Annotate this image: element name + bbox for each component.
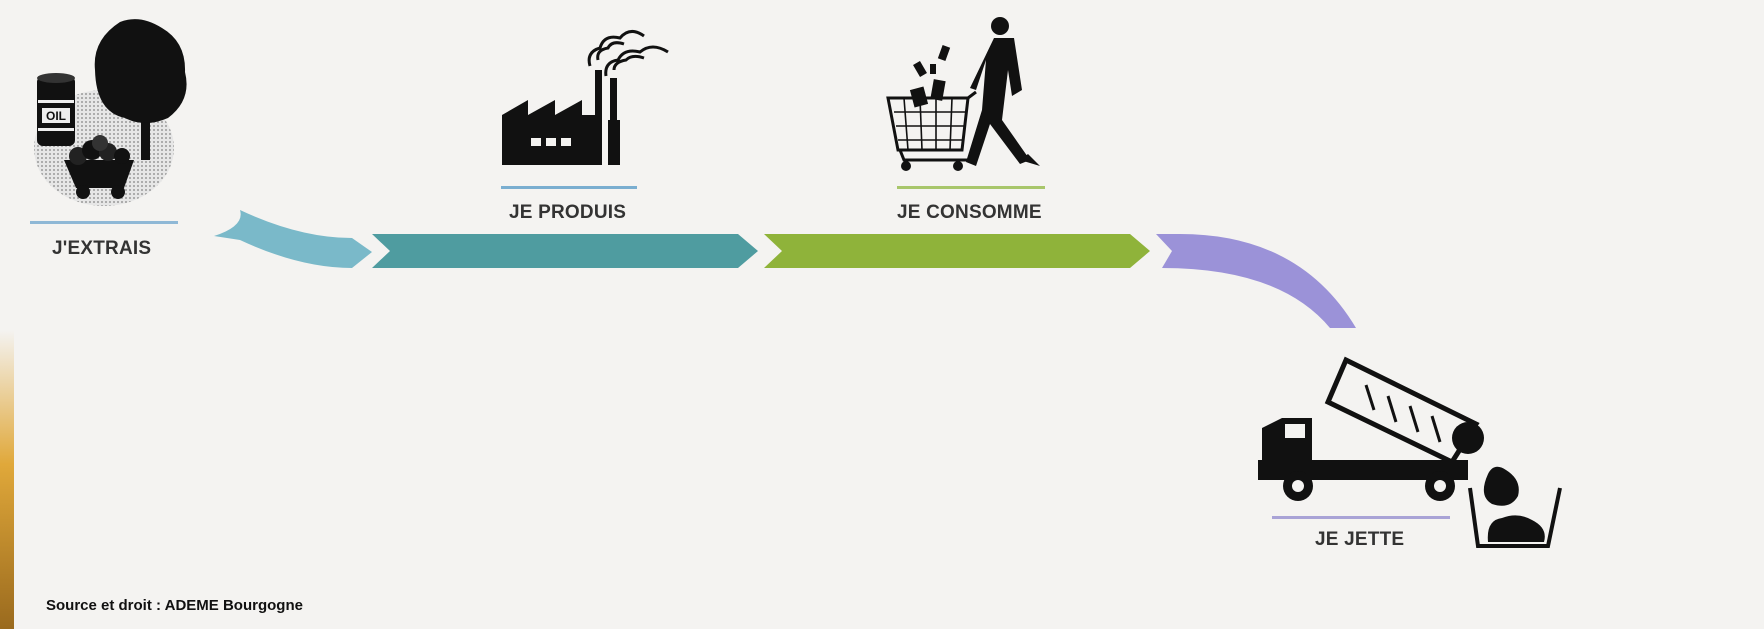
step-label-consume: JE CONSOMME [897, 202, 1042, 223]
arrow-discard [1156, 234, 1356, 328]
produce-rule [501, 186, 637, 189]
oil-barrel-tree-coal-cart-icon: OIL [34, 19, 187, 206]
arrow-produce [372, 234, 758, 268]
step-label-produce: JE PRODUIS [509, 202, 627, 223]
dump-truck-trash-bags-icon [1258, 356, 1562, 548]
step-label-extract: J'EXTRAIS [52, 238, 152, 259]
barrel-label: OIL [46, 109, 66, 123]
discard-rule [1272, 516, 1450, 519]
shopping-cart-man-icon [886, 17, 1040, 171]
step-label-discard: JE JETTE [1315, 529, 1405, 550]
arrow-consume [764, 234, 1150, 268]
consume-rule [897, 186, 1045, 189]
arrow-extract [214, 210, 372, 268]
extract-rule [30, 221, 178, 224]
source-credit: Source et droit : ADEME Bourgogne [46, 597, 303, 614]
factory-icon [502, 30, 669, 165]
edge-decoration [0, 330, 14, 629]
